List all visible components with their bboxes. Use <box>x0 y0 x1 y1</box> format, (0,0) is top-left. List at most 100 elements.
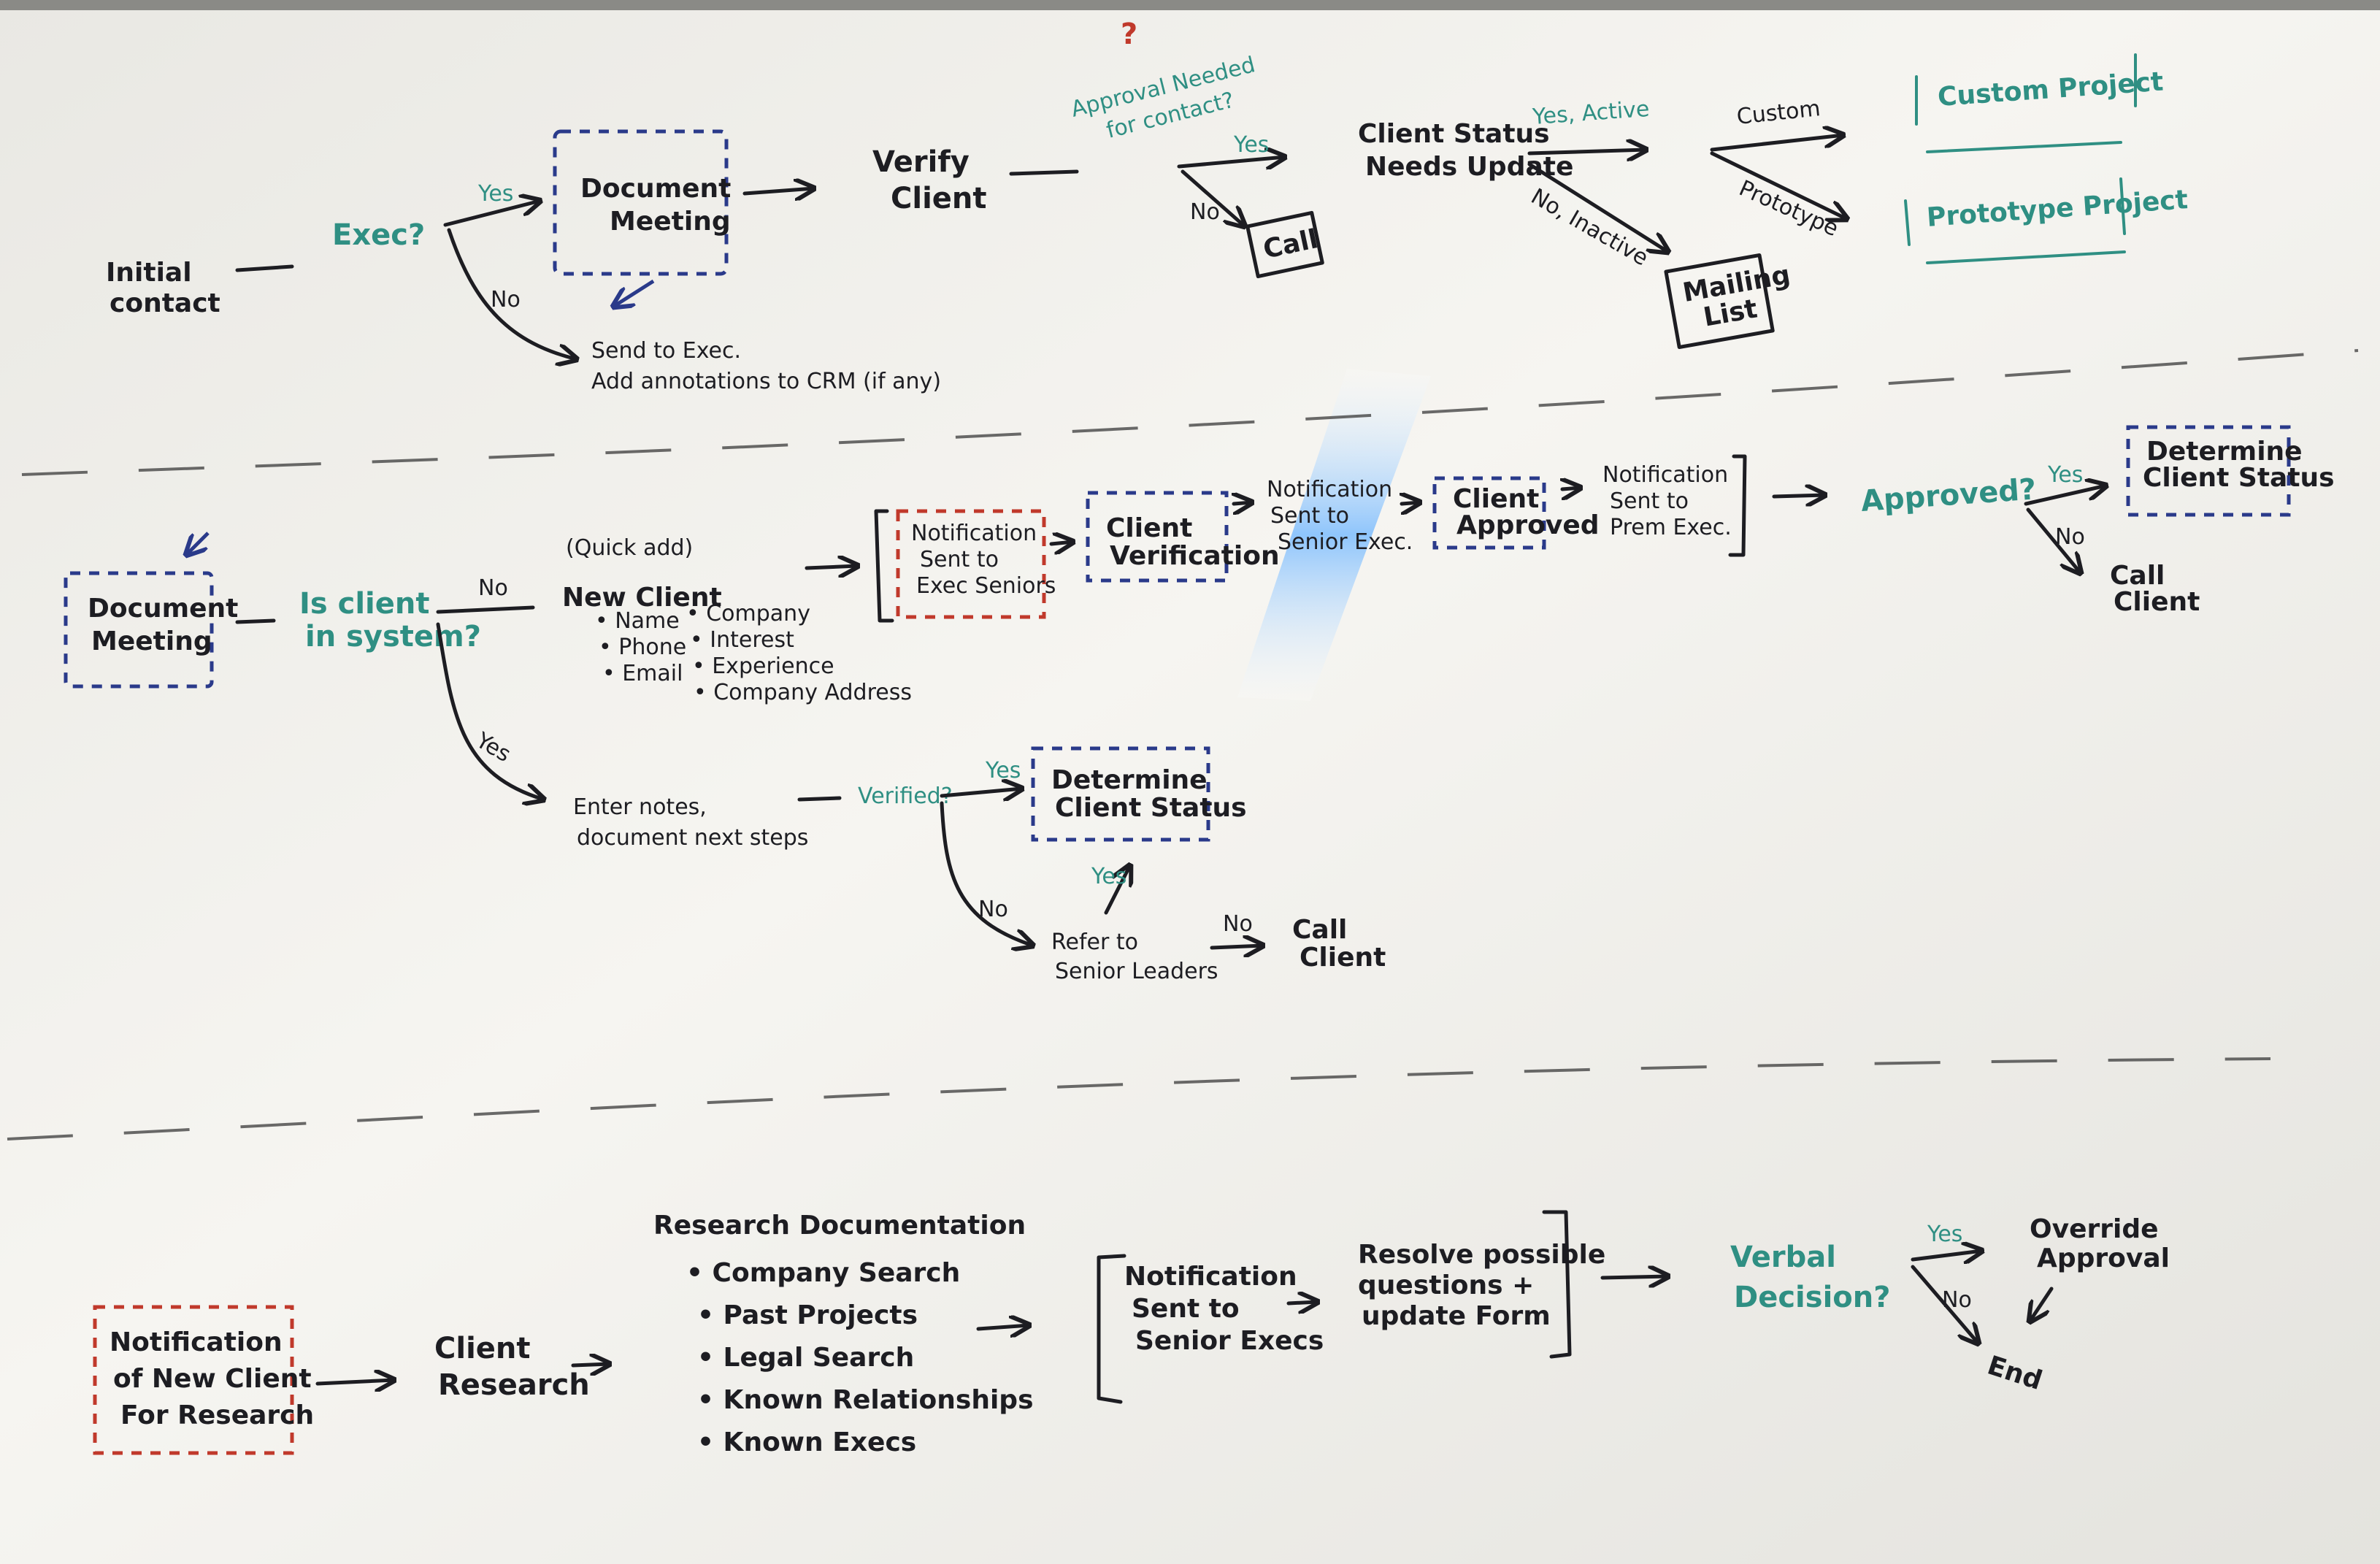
arrow-verbal-no <box>1911 1265 1978 1343</box>
connector <box>1009 169 1079 176</box>
new-client-label: New Client <box>562 583 722 613</box>
document-meeting-box-1 <box>553 129 729 276</box>
arrow-no-inactive <box>1527 162 1668 252</box>
arrow-approved-no <box>2026 507 2081 573</box>
mailing-list-box <box>1664 253 1775 349</box>
verified-question: Verified? <box>858 783 953 809</box>
line-no <box>436 605 535 614</box>
arrow-approval-yes <box>1177 157 1285 166</box>
arrow-to-notification-senior <box>976 1325 1029 1329</box>
blue-check-arrow-1 <box>613 279 655 307</box>
bracket-left-row3 <box>1097 1254 1126 1404</box>
connector <box>235 618 276 624</box>
arrow-refer-no <box>1210 946 1263 948</box>
exec-yes-label: Yes <box>477 181 513 207</box>
approved-no-label: No <box>2055 524 2085 550</box>
document-meeting-box-2 <box>64 571 214 689</box>
verified-no-label: No <box>978 897 1008 922</box>
arrow-prototype <box>1710 151 1847 219</box>
exec-question: Exec? <box>332 218 425 252</box>
quick-add-label: (Quick add) <box>566 535 693 561</box>
send-to-exec-text: Send to Exec.Add annotations to CRM (if … <box>591 338 941 394</box>
light-glare <box>1237 369 1431 701</box>
connector <box>235 264 294 272</box>
in-system-no-label: No <box>478 575 508 601</box>
client-approved-box <box>1432 476 1546 550</box>
arrow-exec-no <box>447 228 577 359</box>
arrow-to-resolve <box>1286 1302 1318 1303</box>
refer-yes-label: Yes <box>1091 864 1126 889</box>
arrow-override-end <box>2030 1287 2054 1322</box>
verbal-yes-label: Yes <box>1927 1222 1962 1247</box>
separator-1 <box>21 349 2359 476</box>
arrow-to-documentation <box>571 1364 610 1365</box>
arrow-small <box>1402 502 1420 504</box>
research-documentation-list: • Company Search• Past Projects• Legal S… <box>686 1258 1034 1457</box>
bracket-right <box>1728 454 1747 557</box>
client-verification-box <box>1086 491 1229 583</box>
arrow-custom <box>1710 135 1843 152</box>
arrow-in-system-yes <box>436 622 544 800</box>
approved-yes-label: Yes <box>2047 462 2083 488</box>
exec-no-label: No <box>491 287 521 313</box>
separator-2 <box>7 1057 2271 1141</box>
verified-yes-label: Yes <box>985 758 1021 783</box>
call-box <box>1245 210 1324 279</box>
notification-exec-box <box>896 509 1046 619</box>
bracket-left <box>874 509 894 623</box>
enter-notes-label: Enter notes,document next steps <box>573 794 808 851</box>
arrow-to-notification <box>805 566 858 568</box>
arrow-approved-yes <box>2024 486 2106 506</box>
arrow-verified-no <box>940 801 1033 946</box>
board-top-rail <box>0 0 2380 10</box>
arrow-to-research <box>315 1380 394 1384</box>
approval-yes-label: Yes <box>1233 132 1269 158</box>
connector <box>797 796 842 802</box>
verbal-no-label: No <box>1942 1287 1972 1313</box>
new-client-fields-right: • Company• Interest• Experience• Company… <box>686 601 912 705</box>
determine-status-box-a <box>2126 425 2291 517</box>
arrow-small <box>1049 542 1073 544</box>
arrow-small <box>1234 502 1252 504</box>
research-documentation-title: Research Documentation <box>653 1211 1026 1241</box>
arrow-to-verify <box>742 188 814 193</box>
blue-check-arrow-2 <box>186 532 210 555</box>
new-client-fields-left: • Name• Phone• Email <box>595 608 686 686</box>
arrow-verbal-yes <box>1911 1251 1982 1260</box>
arrow-refer-yes <box>1104 865 1130 915</box>
refer-no-label: No <box>1223 911 1253 937</box>
notification-new-client-box <box>93 1305 294 1455</box>
bracket-right-row3 <box>1542 1210 1572 1359</box>
arrow-to-approved <box>1772 495 1825 497</box>
arrow-small <box>1562 488 1581 489</box>
arrow-verified-yes <box>940 789 1022 796</box>
arrow-to-verbal <box>1600 1276 1668 1278</box>
red-question-mark: ? <box>1121 18 1137 51</box>
arrow-approval-no <box>1181 169 1245 226</box>
